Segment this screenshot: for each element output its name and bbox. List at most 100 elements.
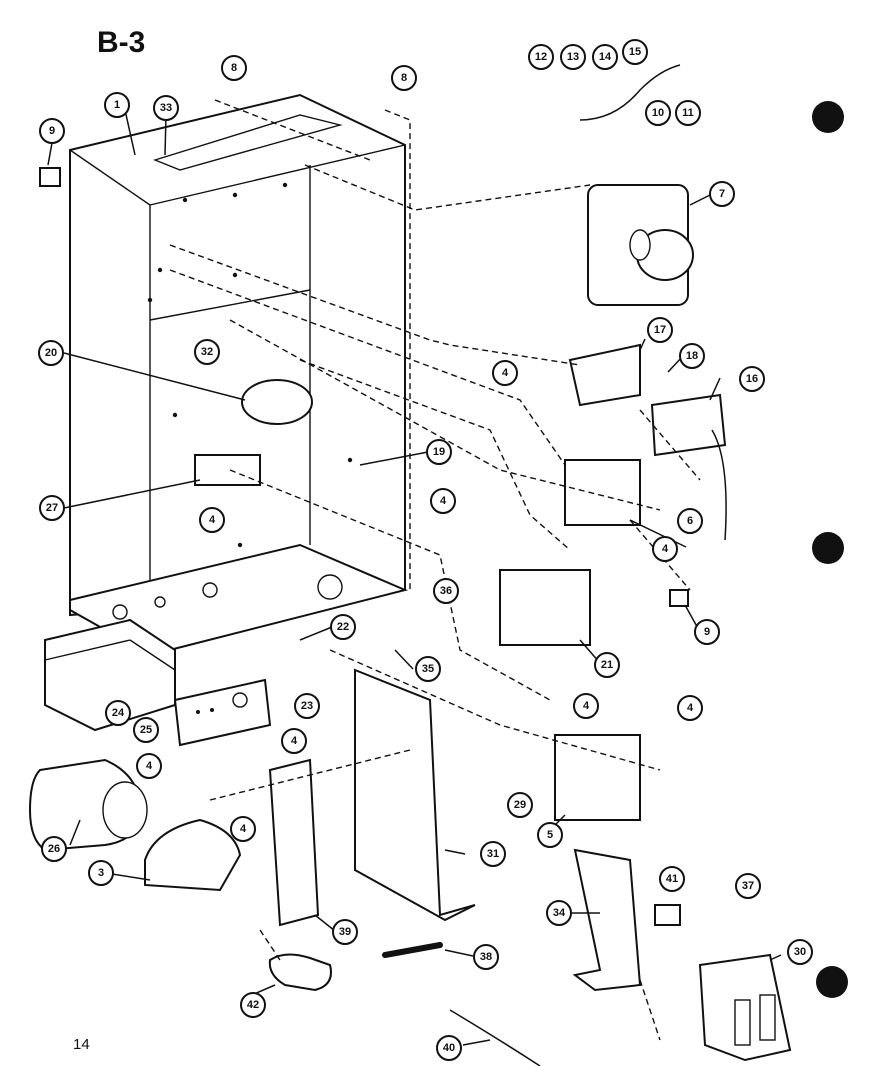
callout-4: 4 — [230, 816, 256, 842]
control-relay — [499, 569, 591, 646]
callout-4: 4 — [652, 536, 678, 562]
callout-label: 9 — [704, 626, 710, 638]
callout-label: 7 — [719, 188, 725, 200]
callout-circle — [294, 693, 320, 719]
callout-12: 12 — [528, 44, 554, 70]
side-panel — [354, 668, 476, 922]
outlet — [194, 454, 261, 486]
callout-label: 36 — [440, 585, 452, 597]
transformer — [587, 184, 694, 306]
switch-relay — [554, 734, 641, 821]
cabinet — [69, 93, 409, 657]
callout-circle — [415, 656, 441, 682]
mounting-bracket — [572, 848, 642, 992]
callout-circle — [199, 507, 225, 533]
callout-32: 32 — [194, 339, 220, 365]
callout-label: 40 — [443, 1042, 455, 1054]
callout-38: 38 — [473, 944, 499, 970]
callout-label: 1 — [114, 99, 120, 111]
callout-circle — [507, 792, 533, 818]
callout-label: 8 — [231, 62, 237, 74]
punch-hole — [812, 101, 844, 133]
callout-42: 42 — [240, 992, 266, 1018]
callout-label: 19 — [433, 446, 445, 458]
callout-circle — [645, 100, 671, 126]
callout-19: 19 — [426, 439, 452, 465]
capacitor-strap — [144, 818, 242, 892]
callout-36: 36 — [433, 578, 459, 604]
callout-11: 11 — [675, 100, 701, 126]
callout-37: 37 — [735, 873, 761, 899]
callout-circle — [480, 841, 506, 867]
callout-4: 4 — [281, 728, 307, 754]
callout-circle — [433, 578, 459, 604]
callout-5: 5 — [537, 822, 563, 848]
callout-label: 4 — [209, 514, 216, 526]
callout-label: 14 — [599, 51, 612, 63]
diagram-title: B-3 — [97, 26, 146, 59]
callout-label: 4 — [146, 760, 153, 772]
control-plate — [173, 678, 272, 747]
callout-label: 17 — [654, 324, 666, 336]
callout-circle — [592, 44, 618, 70]
callout-label: 13 — [567, 51, 579, 63]
callout-22: 22 — [330, 614, 356, 640]
callout-circle — [88, 860, 114, 886]
callout-circle — [622, 39, 648, 65]
page-number: 14 — [73, 1036, 90, 1053]
callout-circle — [153, 95, 179, 121]
callout-circle — [221, 55, 247, 81]
callout-circle — [739, 366, 765, 392]
callout-4: 4 — [430, 488, 456, 514]
callout-label: 15 — [629, 46, 641, 58]
callout-label: 38 — [480, 951, 492, 963]
callout-label: 12 — [535, 51, 547, 63]
callout-30: 30 — [787, 939, 813, 965]
callout-label: 9 — [49, 125, 55, 137]
callout-circle — [230, 816, 256, 842]
callout-17: 17 — [647, 317, 673, 343]
callout-circle — [240, 992, 266, 1018]
terminal-strip — [268, 758, 320, 927]
callout-40: 40 — [436, 1035, 462, 1061]
callout-circle — [330, 614, 356, 640]
callout-circle — [546, 900, 572, 926]
callout-9: 9 — [39, 118, 65, 144]
circuit-breaker — [698, 953, 792, 1062]
callout-3: 3 — [88, 860, 114, 886]
callout-circle — [594, 652, 620, 678]
callout-circle — [133, 717, 159, 743]
punch-hole — [816, 966, 848, 998]
callout-label: 20 — [45, 347, 57, 359]
callout-label: 4 — [583, 700, 590, 712]
callout-label: 34 — [553, 907, 566, 919]
callout-label: 26 — [48, 843, 60, 855]
wire-harness — [579, 64, 681, 121]
callout-label: 32 — [201, 346, 213, 358]
callout-circle — [647, 317, 673, 343]
assembly-lines — [169, 99, 701, 1041]
callout-circle — [677, 695, 703, 721]
callout-39: 39 — [332, 919, 358, 945]
callout-circle — [41, 836, 67, 862]
callout-circle — [573, 693, 599, 719]
callout-circle — [105, 700, 131, 726]
callout-label: 42 — [247, 999, 259, 1011]
callout-8: 8 — [221, 55, 247, 81]
callout-circle — [39, 118, 65, 144]
relay-wire — [711, 429, 727, 541]
callout-label: 35 — [422, 663, 434, 675]
contactor — [564, 459, 641, 526]
callout-34: 34 — [546, 900, 572, 926]
callout-label: 3 — [98, 867, 104, 879]
callout-label: 4 — [687, 702, 694, 714]
callout-circle — [652, 536, 678, 562]
callout-31: 31 — [480, 841, 506, 867]
callout-circle — [787, 939, 813, 965]
callout-circle — [136, 753, 162, 779]
rod — [382, 942, 443, 958]
callout-29: 29 — [507, 792, 533, 818]
callout-label: 37 — [742, 880, 754, 892]
